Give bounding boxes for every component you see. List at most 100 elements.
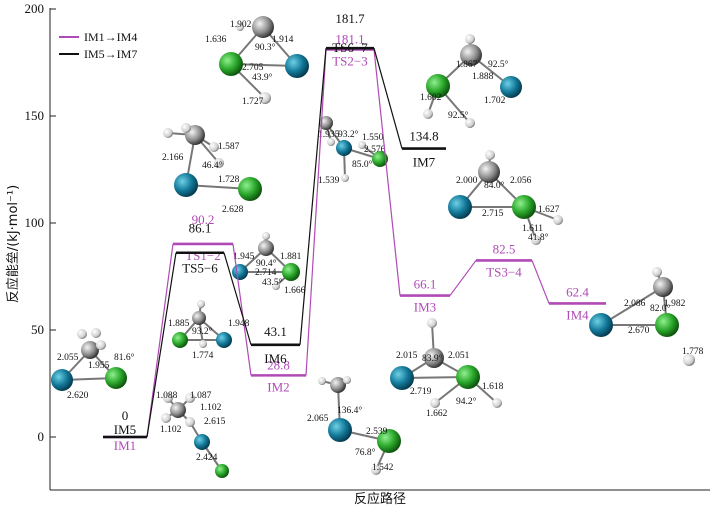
state-label: IM3 bbox=[414, 300, 436, 315]
atom-green bbox=[172, 332, 188, 348]
atom-gray bbox=[319, 116, 333, 130]
atom-green bbox=[372, 151, 388, 167]
x-axis-title: 反应路径 bbox=[354, 491, 406, 507]
atom-green bbox=[456, 365, 480, 389]
atom-gray bbox=[252, 16, 274, 38]
atom-white bbox=[77, 329, 87, 339]
atom-white bbox=[199, 340, 207, 348]
state-label: IM5 bbox=[114, 422, 136, 437]
geometry-label: 2.166 bbox=[162, 153, 184, 163]
atom-green bbox=[282, 263, 300, 281]
energy-value-label: 181.1 bbox=[335, 31, 364, 46]
atom-green bbox=[219, 52, 243, 76]
atom-green bbox=[426, 74, 450, 98]
y-tick-label: 150 bbox=[25, 108, 45, 123]
geometry-label: 82.0° bbox=[650, 303, 671, 314]
geometry-label: 1.666 bbox=[284, 286, 306, 296]
y-tick-label: 200 bbox=[25, 1, 45, 16]
state-label: IM1 bbox=[114, 438, 136, 453]
atom-green bbox=[655, 313, 679, 337]
connector-line bbox=[305, 49, 327, 376]
atom-green bbox=[105, 367, 127, 389]
geometry-label: 2.620 bbox=[67, 391, 89, 401]
geometry-label: 1.539 bbox=[318, 176, 340, 186]
atom-white bbox=[427, 318, 437, 328]
state-label: IM4 bbox=[566, 307, 589, 322]
atom-white bbox=[531, 235, 541, 245]
energy-value-label: 134.8 bbox=[409, 129, 438, 144]
geometry-label: 2.576 bbox=[364, 145, 386, 155]
atom-white bbox=[259, 92, 271, 104]
energy-value-label: 43.1 bbox=[264, 324, 287, 339]
atom-blue bbox=[285, 54, 309, 78]
connector-line bbox=[373, 49, 401, 296]
y-tick-label: 100 bbox=[25, 215, 45, 230]
atom-white bbox=[181, 123, 191, 133]
y-tick-label: 50 bbox=[31, 322, 44, 337]
geometry-label: 43.5° bbox=[262, 277, 283, 288]
geometry-label: 2.051 bbox=[448, 351, 470, 361]
geometry-label: 46.4° bbox=[202, 160, 223, 171]
geometry-label: 2.615 bbox=[204, 417, 226, 427]
geometry-label: 1.982 bbox=[664, 299, 686, 309]
state-label: TS5−6 bbox=[182, 261, 218, 276]
atom-blue bbox=[194, 434, 210, 450]
geometry-label: 2.055 bbox=[57, 353, 79, 363]
geometry-label: 2.539 bbox=[366, 427, 388, 437]
connector-line bbox=[146, 243, 174, 438]
geometry-label: 92.5° bbox=[488, 59, 509, 70]
atom-blue bbox=[336, 140, 352, 156]
atom-blue bbox=[232, 264, 248, 280]
bond-line bbox=[600, 286, 664, 326]
geometry-label: 2.714 bbox=[255, 268, 277, 278]
atom-white bbox=[652, 267, 662, 277]
energy-series: 0IM190.2TS1−228.8IM2181.1TS2−366.1IM382.… bbox=[103, 11, 606, 453]
geometry-label: 1.867 bbox=[456, 60, 478, 70]
atom-white bbox=[465, 118, 475, 128]
geometry-label: 43.9° bbox=[252, 72, 273, 83]
atom-white bbox=[423, 109, 433, 119]
atom-gray bbox=[424, 348, 444, 368]
atom-white bbox=[371, 465, 381, 475]
geometry-label: 1.902 bbox=[230, 20, 252, 30]
atom-white bbox=[96, 340, 106, 350]
atom-blue bbox=[390, 366, 414, 390]
geometry-label: 1.774 bbox=[192, 351, 214, 361]
state-label: IM6 bbox=[264, 351, 287, 366]
energy-value-label: 181.7 bbox=[335, 11, 365, 26]
geometry-label: 1.885 bbox=[168, 319, 190, 329]
atom-white bbox=[683, 354, 695, 366]
atom-white bbox=[197, 300, 205, 308]
geometry-label: 2.628 bbox=[222, 205, 244, 215]
geometry-label: 90.4° bbox=[256, 258, 277, 269]
atom-green bbox=[215, 464, 229, 478]
atom-blue bbox=[51, 369, 73, 391]
atom-white bbox=[272, 282, 280, 290]
geometry-label: 90.3° bbox=[255, 42, 276, 53]
geometry-label: 1.102 bbox=[200, 403, 222, 413]
geometry-label: 81.6° bbox=[114, 352, 135, 363]
geometry-label: 76.8° bbox=[355, 447, 376, 458]
geometry-label: 83.9° bbox=[422, 353, 443, 364]
atom-white bbox=[465, 34, 475, 44]
geometry-label: 1.881 bbox=[280, 252, 302, 262]
atom-blue bbox=[448, 195, 472, 219]
atom-gray bbox=[478, 161, 500, 183]
atom-green bbox=[377, 429, 401, 453]
geometry-label: 93.2° bbox=[192, 326, 213, 337]
legend-label-series-2: IM5→IM7 bbox=[84, 47, 137, 61]
geometry-label: 85.0° bbox=[352, 159, 373, 170]
geometry-label: 2.056 bbox=[510, 176, 532, 186]
geometry-label: 1.702 bbox=[484, 96, 506, 106]
geometry-label: 2.086 bbox=[624, 299, 646, 309]
geometry-label: 1.914 bbox=[272, 35, 294, 45]
